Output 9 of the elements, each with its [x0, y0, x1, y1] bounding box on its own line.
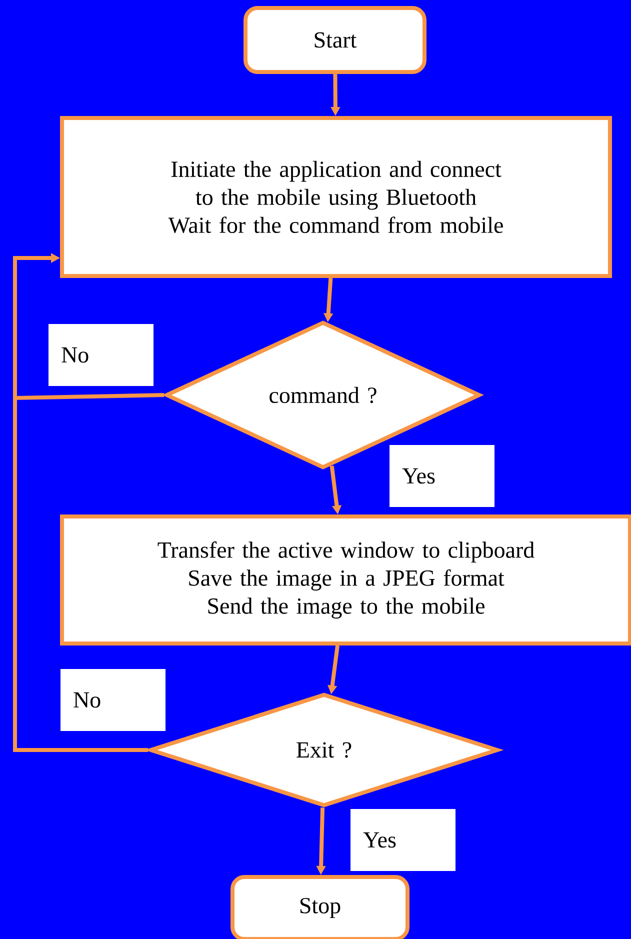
- start-terminal: Start: [244, 6, 426, 74]
- process-box: Transfer the active window to clipboard Save the image in a JPEG format Send the image to the mobile: [60, 514, 631, 646]
- edge-label: Yes: [390, 445, 494, 507]
- stop-terminal: Stop: [230, 875, 410, 939]
- edge-label: No: [60, 669, 166, 731]
- edge-label: No: [48, 324, 154, 386]
- process-box: Initiate the application and connect to the mobile using Bluetooth Wait for the command from mobile: [60, 116, 612, 278]
- arrow: [13, 253, 148, 752]
- edge-label: Yes: [350, 809, 456, 871]
